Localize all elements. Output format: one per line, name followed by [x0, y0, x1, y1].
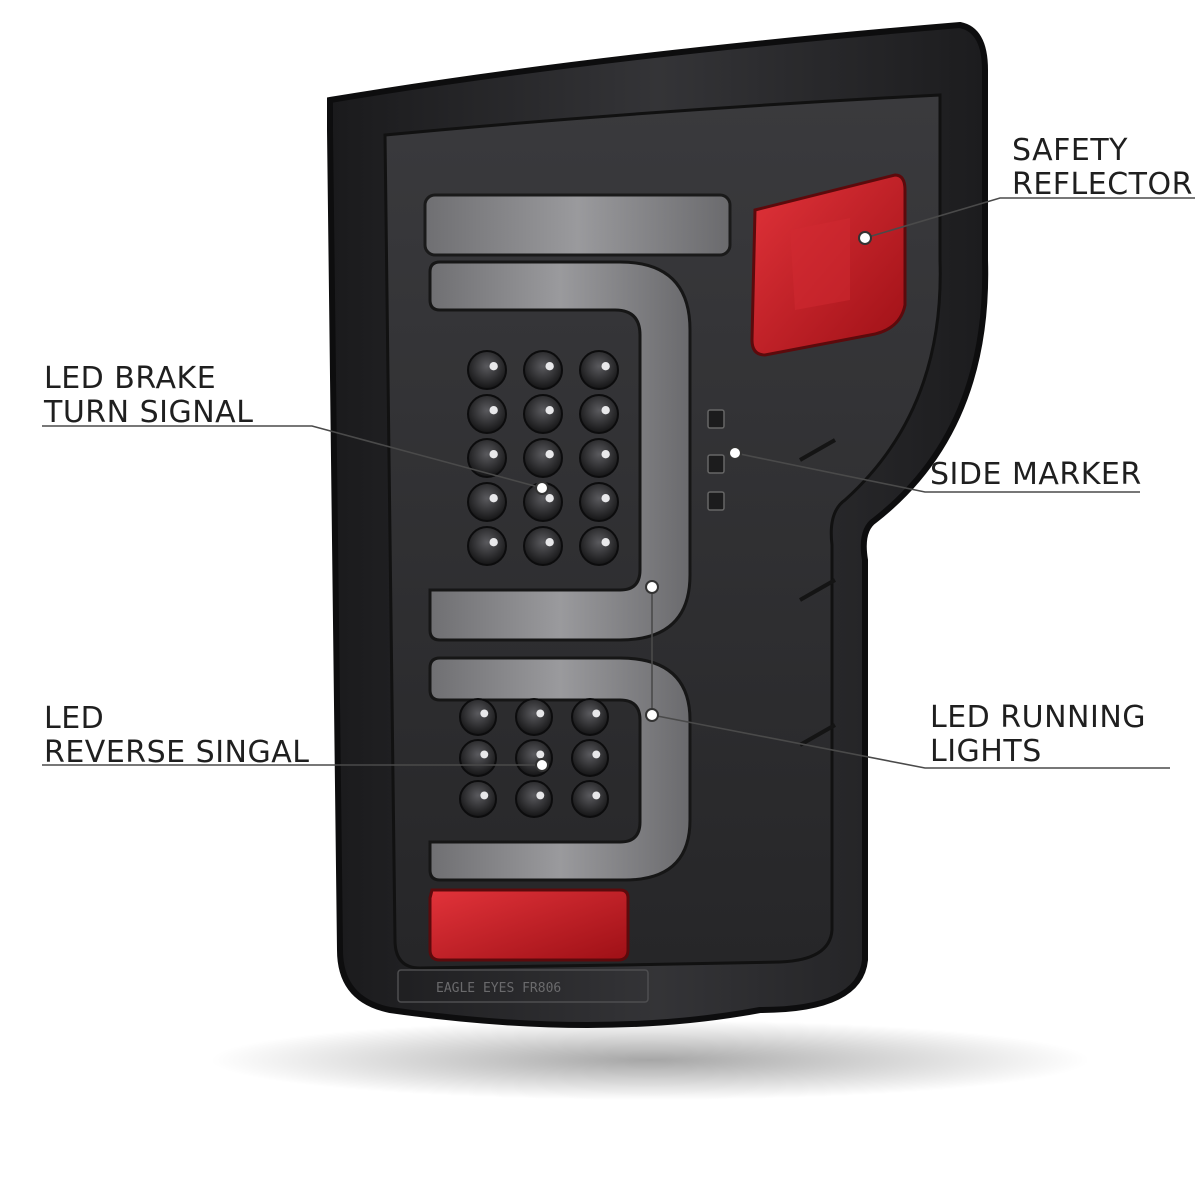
led-cup [571, 698, 609, 736]
led-cup [515, 698, 553, 736]
led-chip [592, 709, 601, 718]
led-chip [545, 450, 554, 459]
led-cup [571, 780, 609, 818]
led-cup [459, 698, 497, 736]
led-chip [536, 709, 545, 718]
callout-line-side-marker [734, 452, 1140, 493]
led-chip [545, 538, 554, 547]
led-cup [523, 526, 563, 566]
led-chip [601, 494, 610, 503]
led-chip [601, 406, 610, 415]
top-light-bar [423, 193, 732, 257]
label-led-running: LED RUNNING LIGHTS [930, 701, 1146, 769]
label-led-brake: LED BRAKE TURN SIGNAL [44, 362, 253, 430]
led-cup [467, 482, 507, 522]
callout-line-led-brake [42, 425, 543, 489]
led-chip [480, 750, 489, 759]
housing-ribs [799, 438, 836, 747]
led-chip [545, 406, 554, 415]
led-cup [579, 394, 619, 434]
label-side-marker-line1: SIDE MARKER [930, 457, 1142, 492]
floor-shadow [210, 1020, 1090, 1100]
callout-line-safety-reflector [864, 197, 1195, 239]
led-chip [489, 362, 498, 371]
led-cup [579, 482, 619, 522]
label-safety-reflector-line2: REFLECTOR [1012, 167, 1193, 202]
led-cup [459, 780, 497, 818]
led-cup [467, 438, 507, 478]
led-chip [536, 791, 545, 800]
led-cup [467, 394, 507, 434]
label-led-reverse: LED REVERSE SINGAL [44, 702, 309, 770]
led-chip [489, 450, 498, 459]
callout-dots [535, 231, 872, 772]
bottom-reflector [428, 888, 630, 962]
upper-c-light-bar [428, 260, 692, 642]
lower-c-light-bar [428, 656, 692, 882]
led-cup [467, 350, 507, 390]
label-led-running-line1: LED RUNNING [930, 700, 1147, 735]
led-cup [467, 526, 507, 566]
dot-running-upper [645, 580, 659, 594]
led-chip [489, 406, 498, 415]
callout-line-running [651, 714, 1170, 769]
dot-side-marker [728, 446, 742, 460]
led-chip [480, 709, 489, 718]
label-side-marker: SIDE MARKER [930, 458, 1142, 492]
led-chip [489, 494, 498, 503]
reverse-led-array [459, 698, 609, 818]
callout-lines [42, 197, 1195, 769]
bottom-stamp: EAGLE EYES FR806 [397, 969, 649, 1003]
label-led-reverse-line2: REVERSE SINGAL [44, 735, 310, 770]
led-chip [592, 791, 601, 800]
dot-led-brake [535, 481, 549, 495]
led-cup [515, 739, 553, 777]
led-chip [489, 538, 498, 547]
label-led-reverse-line1: LED [44, 701, 105, 736]
led-cup [459, 739, 497, 777]
led-cup [523, 438, 563, 478]
led-chip [480, 791, 489, 800]
label-led-brake-line1: LED BRAKE [44, 361, 217, 396]
led-cup [571, 739, 609, 777]
stamp-brand-text: EAGLE EYES FR806 [436, 981, 561, 996]
label-led-running-line2: LIGHTS [930, 734, 1042, 769]
led-chip [545, 494, 554, 503]
dot-led-reverse [535, 758, 549, 772]
led-chip [601, 538, 610, 547]
led-chip [545, 362, 554, 371]
led-cup [579, 526, 619, 566]
led-cup [515, 780, 553, 818]
led-chip [536, 750, 545, 759]
dot-safety-reflector [858, 231, 872, 245]
side-marker-leds [707, 409, 725, 511]
led-chip [601, 362, 610, 371]
label-led-brake-line2: TURN SIGNAL [44, 395, 254, 430]
led-chip [601, 450, 610, 459]
brake-led-array [467, 350, 619, 566]
label-safety-reflector: SAFETY REFLECTOR [1012, 134, 1193, 202]
led-cup [523, 394, 563, 434]
led-cup [523, 350, 563, 390]
led-cup [579, 350, 619, 390]
reflector-texture [790, 218, 850, 310]
dot-running-lower [645, 708, 659, 722]
led-chip [592, 750, 601, 759]
label-safety-reflector-line1: SAFETY [1012, 133, 1128, 168]
led-cup [579, 438, 619, 478]
